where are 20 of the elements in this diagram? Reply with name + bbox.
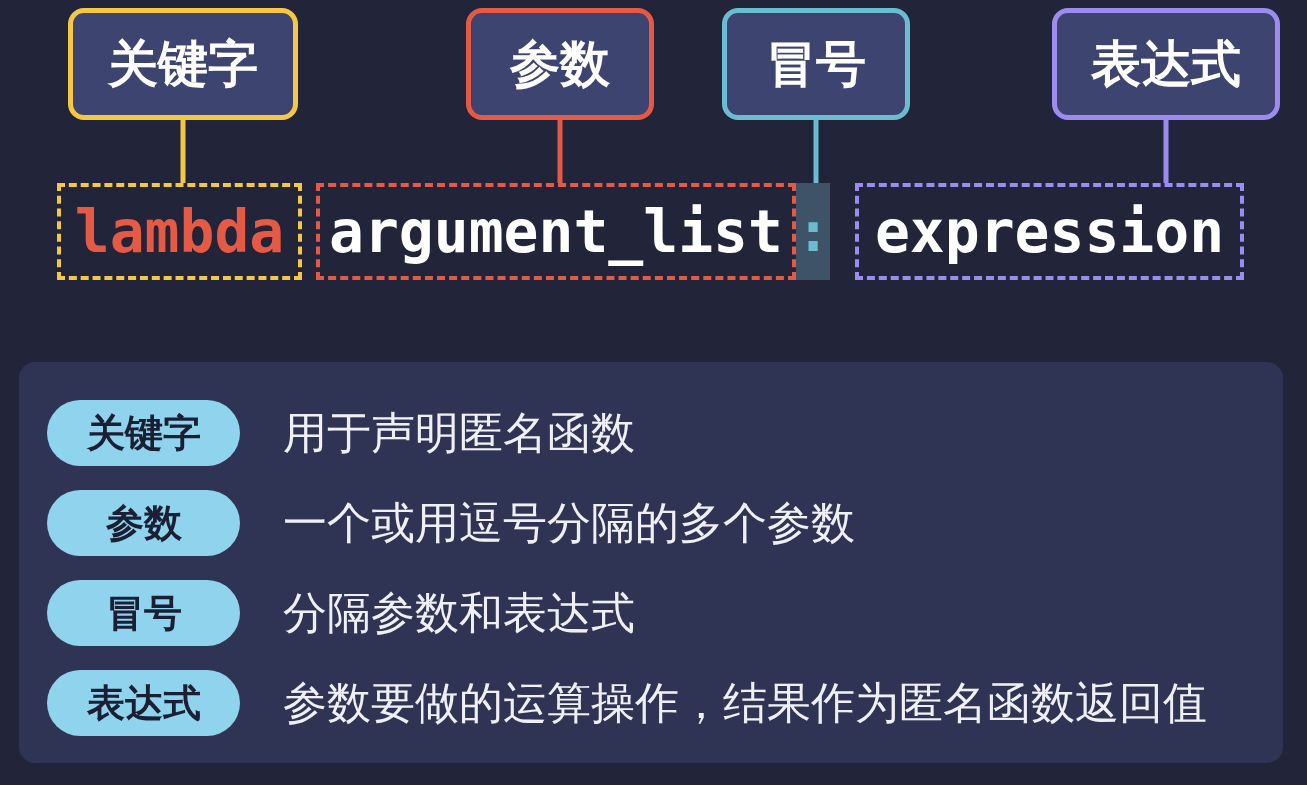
term-pill: 参数 bbox=[47, 490, 240, 556]
description-text: 参数要做的运算操作，结果作为匿名函数返回值 bbox=[283, 676, 1207, 730]
term-box: 表达式 bbox=[1052, 8, 1280, 120]
term-box: 关键字 bbox=[68, 8, 298, 120]
connector-line bbox=[813, 120, 819, 183]
colon-highlight: : bbox=[796, 183, 830, 280]
connector-line bbox=[180, 120, 186, 183]
term-pill: 关键字 bbox=[47, 400, 240, 466]
term-box: 参数 bbox=[466, 8, 654, 120]
description-text: 用于声明匿名函数 bbox=[283, 406, 635, 460]
term-pill: 表达式 bbox=[47, 670, 240, 736]
code-token-box: lambda bbox=[57, 183, 302, 280]
description-text: 一个或用逗号分隔的多个参数 bbox=[283, 496, 855, 550]
code-token-box: expression bbox=[855, 183, 1244, 280]
connector-line bbox=[1163, 120, 1169, 183]
term-pill: 冒号 bbox=[47, 580, 240, 646]
description-text: 分隔参数和表达式 bbox=[283, 586, 635, 640]
term-box: 冒号 bbox=[722, 8, 910, 120]
panel-box bbox=[19, 362, 1283, 763]
connector-line bbox=[557, 120, 563, 183]
